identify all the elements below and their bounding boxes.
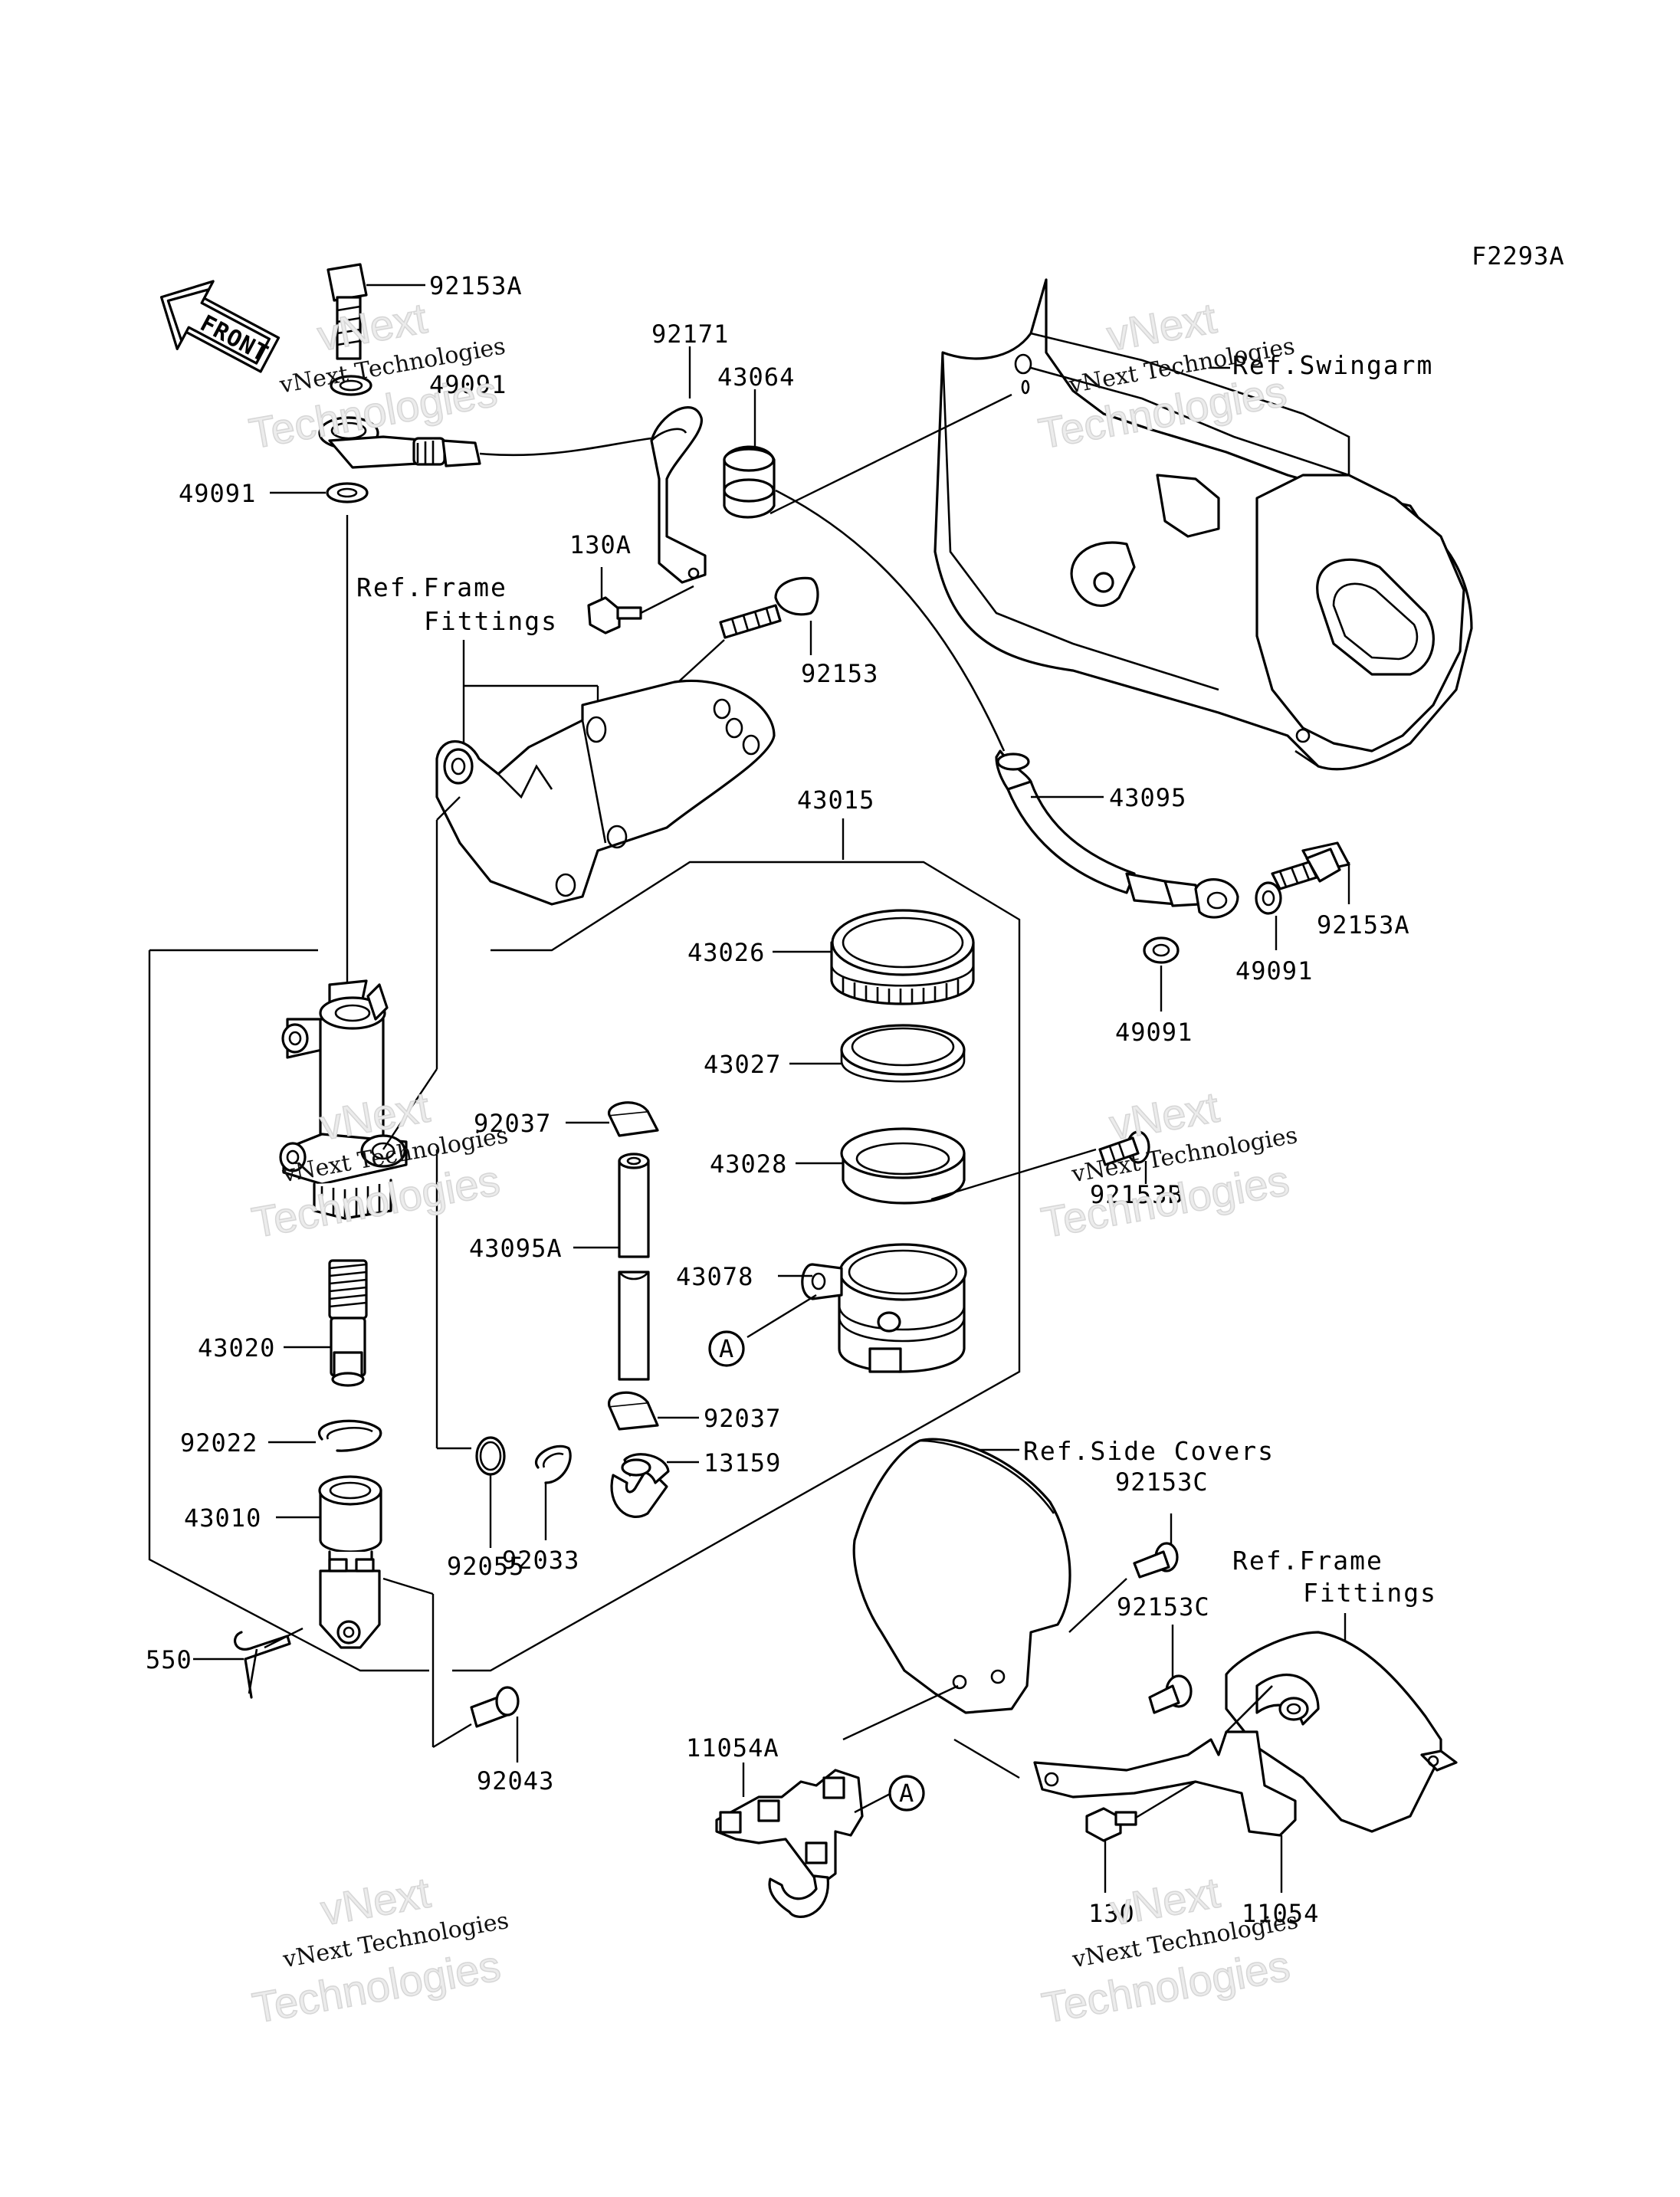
frame-fitting-bracket-1	[435, 680, 776, 906]
ref-frame-fittings-2-line2: Fittings	[1303, 1578, 1437, 1608]
hose-clamp-bracket	[650, 406, 707, 584]
front-arrow-icon: FRONT	[159, 280, 281, 373]
label-13159: 13159	[704, 1448, 781, 1477]
clamp-92037-bottom	[608, 1391, 659, 1431]
push-rod-spring	[328, 1259, 368, 1387]
bolt-92153C-mid	[1148, 1674, 1193, 1714]
label-92037-bottom: 92037	[704, 1404, 781, 1433]
circlip-92033	[535, 1444, 572, 1484]
label-92171: 92171	[651, 320, 729, 349]
clevis-assembly	[318, 1475, 382, 1649]
label-43015: 43015	[797, 785, 874, 815]
washer-right	[1255, 881, 1282, 915]
diaphragm-plate	[840, 1024, 966, 1083]
label-11054: 11054	[1242, 1899, 1319, 1928]
label-43020: 43020	[198, 1333, 275, 1362]
label-43026: 43026	[687, 938, 765, 967]
bolt-92153C-top	[1133, 1542, 1179, 1579]
ref-frame-fittings-2-line1: Ref.Frame	[1232, 1546, 1383, 1576]
label-43095: 43095	[1109, 783, 1186, 812]
label-43078: 43078	[676, 1262, 753, 1291]
ref-frame-fittings-1-line1: Ref.Frame	[356, 572, 507, 602]
reservoir-body	[801, 1243, 967, 1373]
watermark-2: vNext vNext Technologies Technologies	[1035, 293, 1297, 458]
o-ring-92055	[475, 1436, 506, 1476]
watermark-5: vNext vNext Technologies Technologies	[248, 1867, 510, 2033]
label-550: 550	[146, 1645, 192, 1674]
callout-A-2-label: A	[899, 1779, 914, 1808]
label-130A: 130A	[569, 530, 632, 559]
banjo-bolt-top	[326, 263, 368, 360]
bracket-11054A	[715, 1769, 864, 1918]
bolt-92153B	[1098, 1130, 1150, 1166]
label-49091-left: 49091	[179, 479, 256, 508]
clevis-pin	[470, 1686, 520, 1728]
banjo-bolt-right	[1271, 841, 1350, 890]
svg-text:vNext: vNext	[1106, 1083, 1222, 1149]
watermark-3: vNext vNext Technologies Technologies	[248, 1082, 510, 1248]
washer-top	[330, 375, 372, 396]
cotter-pin	[234, 1631, 291, 1699]
diaphragm	[840, 1127, 966, 1205]
label-130: 130	[1088, 1899, 1135, 1928]
label-49091-right: 49091	[1235, 956, 1313, 985]
label-92037-top: 92037	[474, 1109, 551, 1138]
elbow-fitting	[610, 1453, 670, 1518]
watermark-6: vNext vNext Technologies Technologies	[1038, 1867, 1300, 2033]
callout-A-1-label: A	[719, 1334, 734, 1363]
figure-code: F2293A	[1472, 241, 1565, 271]
washer-lower	[1143, 936, 1180, 964]
ref-frame-fittings-1-line2: Fittings	[424, 606, 558, 636]
label-43028: 43028	[710, 1149, 787, 1179]
label-92153: 92153	[801, 659, 878, 688]
label-43095A: 43095A	[469, 1234, 563, 1263]
label-92043: 92043	[477, 1766, 554, 1795]
frame-fitting-bracket-2	[1225, 1631, 1458, 1833]
washer-left	[326, 482, 369, 503]
callout-A-2	[888, 1775, 925, 1812]
label-11054A: 11054A	[686, 1733, 779, 1763]
label-43010: 43010	[184, 1503, 261, 1533]
label-92022: 92022	[180, 1428, 258, 1458]
bracket-11054	[1033, 1685, 1297, 1837]
swingarm	[934, 278, 1473, 771]
label-92153B: 92153B	[1090, 1180, 1183, 1209]
banjo-fitting	[318, 416, 481, 469]
label-49091-top: 49091	[429, 370, 507, 399]
clamp-92037-top	[608, 1101, 659, 1137]
master-cylinder-body	[279, 979, 408, 1220]
reservoir-cap	[830, 909, 975, 1005]
hose-43095A	[618, 1153, 650, 1381]
watermark-1: vNext vNext Technologies Technologies	[245, 293, 507, 458]
nut-130A	[587, 596, 642, 635]
label-92153C-top: 92153C	[1115, 1467, 1209, 1497]
label-92153A-right: 92153A	[1317, 910, 1410, 939]
nut-130	[1085, 1807, 1137, 1842]
grommet	[723, 445, 776, 519]
circlip-92022	[318, 1419, 382, 1452]
bolt-92153	[719, 576, 819, 639]
brake-hose-43095	[995, 749, 1239, 919]
label-49091-lower: 49091	[1115, 1018, 1193, 1047]
label-92153C-mid: 92153C	[1117, 1592, 1210, 1622]
label-92033: 92033	[502, 1546, 579, 1575]
label-92153A-top: 92153A	[429, 271, 523, 300]
side-cover	[852, 1438, 1071, 1714]
label-92055: 92055	[447, 1552, 524, 1581]
label-43064: 43064	[717, 362, 795, 392]
callout-A-1	[708, 1330, 745, 1367]
ref-side-covers: Ref.Side Covers	[1023, 1436, 1275, 1466]
label-43027: 43027	[704, 1050, 781, 1079]
ref-swingarm: Ref.Swingarm	[1232, 350, 1433, 380]
